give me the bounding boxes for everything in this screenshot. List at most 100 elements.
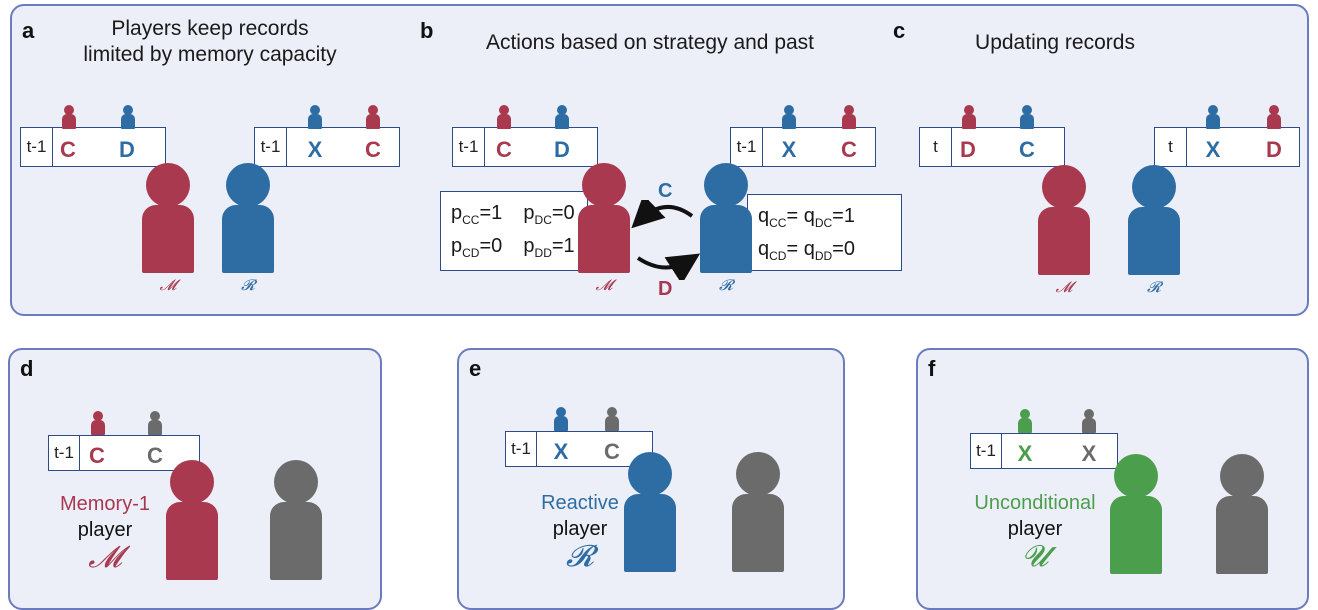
- prob-subscript: DD: [814, 249, 833, 263]
- mini-person-blue-icon: [1020, 105, 1034, 129]
- arrow-cooperate: [631, 200, 694, 229]
- player-type-name: Memory-1: [59, 493, 150, 515]
- prob-subscript: CD: [769, 249, 787, 263]
- prob-symbol: p: [523, 235, 535, 257]
- record-time-label: t-1: [506, 432, 537, 466]
- player-type-name: Reactive: [541, 492, 619, 514]
- mini-person-red-icon: [842, 105, 856, 129]
- player-type-symbol: 𝓜: [88, 540, 122, 575]
- prob-subscript: CD: [462, 246, 480, 260]
- record-own-action: C: [89, 443, 105, 468]
- prob-value: =1: [479, 202, 503, 224]
- prob-symbol: p: [523, 202, 535, 224]
- record-own-action: D: [960, 137, 976, 162]
- opponent-player-icon: [732, 452, 784, 572]
- panel-label-f: f: [928, 356, 936, 381]
- mini-person-red-icon: [1267, 105, 1281, 129]
- record-box-r: t-1: [254, 127, 400, 167]
- prob-value: =1: [832, 205, 855, 227]
- mini-person-blue-icon: [782, 105, 796, 129]
- prob-subscript: DC: [814, 216, 833, 230]
- prob-symbol: p: [451, 235, 463, 257]
- prob-subscript: CC: [769, 216, 787, 230]
- memory-strategy-box: pCC=1 pDC=0 pCD=0 pDD=1: [440, 191, 588, 271]
- mini-person-green-icon: [1018, 409, 1032, 433]
- memory-player-icon: [1038, 165, 1090, 275]
- record-time-label: t-1: [255, 128, 287, 166]
- reactive-player-symbol: 𝓡: [240, 276, 256, 294]
- reactive-player-icon: [1128, 165, 1180, 275]
- record-own-action: C: [60, 137, 76, 162]
- prob-symbol: q: [758, 205, 770, 227]
- record-box: t-1: [48, 435, 200, 471]
- record-own-action: X: [1205, 137, 1221, 162]
- record-other-action: D: [1266, 137, 1282, 162]
- reactive-player-symbol: 𝓡: [718, 276, 734, 294]
- mini-person-red-icon: [962, 105, 976, 129]
- reactive-player-icon: [700, 163, 752, 273]
- record-time-label: t-1: [731, 128, 763, 166]
- mini-person-gray-icon: [605, 407, 619, 431]
- unconditional-player-icon: [1110, 454, 1162, 574]
- record-other-action: X: [1081, 441, 1097, 466]
- mini-person-blue-icon: [1206, 105, 1220, 129]
- strategy-row-1: qCC= qDC=1: [758, 203, 891, 236]
- mini-person-blue-icon: [554, 407, 568, 431]
- reactive-player-icon: [222, 163, 274, 273]
- panel-label-b: b: [420, 18, 434, 43]
- record-box-r: t: [1154, 127, 1300, 167]
- strategy-row-2: qCD= qDD=0: [758, 236, 891, 269]
- player-word: player: [77, 519, 133, 541]
- mini-person-red-icon: [62, 105, 76, 129]
- action-label-c: C: [658, 180, 673, 202]
- action-arrows: [631, 200, 700, 280]
- strategy-row-2: pCD=0 pDD=1: [451, 233, 577, 266]
- record-box-m: t: [919, 127, 1065, 167]
- prob-subscript: DD: [534, 246, 552, 260]
- record-box-r: t-1: [730, 127, 876, 167]
- memory-player-icon: [166, 460, 218, 580]
- mini-person-gray-icon: [1082, 409, 1096, 433]
- panel-label-a: a: [22, 18, 35, 43]
- record-time-label: t-1: [971, 434, 1002, 468]
- player-type-symbol: 𝓤: [1021, 539, 1049, 574]
- mini-person-red-icon: [366, 105, 380, 129]
- player-type-name: Unconditional: [974, 492, 1096, 514]
- player-type-symbol: 𝓡: [565, 539, 595, 574]
- record-other-action: C: [841, 137, 857, 162]
- mini-person-blue-icon: [555, 105, 569, 129]
- record-box-m: t-1: [452, 127, 598, 167]
- record-own-action: X: [781, 137, 797, 162]
- memory-player-icon: [578, 163, 630, 273]
- reactive-strategy-box: qCC= qDC=1 qCD= qDD=0: [747, 194, 902, 271]
- panel-label-e: e: [469, 356, 482, 381]
- prob-value: =0: [832, 238, 855, 260]
- memory-player-symbol: 𝓜: [1055, 278, 1073, 296]
- record-own-action: X: [1017, 441, 1033, 466]
- reactive-player-icon: [624, 452, 676, 572]
- record-time-label: t-1: [453, 128, 485, 166]
- record-own-action: X: [553, 439, 569, 464]
- record-other-action: C: [604, 439, 620, 464]
- opponent-player-icon: [270, 460, 322, 580]
- record-time-label: t: [920, 128, 952, 166]
- prob-value: =0: [479, 235, 503, 257]
- record-other-action: D: [554, 137, 570, 162]
- record-other-action: C: [1019, 137, 1035, 162]
- record-own-action: C: [496, 137, 512, 162]
- panel-a-title-line1: Players keep records: [111, 17, 309, 40]
- memory-player-icon: [142, 163, 194, 273]
- reactive-player-symbol: 𝓡: [1146, 278, 1162, 296]
- prob-value: =0: [551, 202, 575, 224]
- prob-subscript: DC: [534, 213, 552, 227]
- panel-label-c: c: [893, 18, 906, 43]
- action-label-d: D: [658, 278, 673, 300]
- memory-player-symbol: 𝓜: [159, 276, 177, 294]
- record-own-action: X: [307, 137, 323, 162]
- record-box: t-1: [505, 431, 653, 467]
- record-time-label: t: [1155, 128, 1187, 166]
- arrow-defect: [636, 253, 700, 280]
- record-other-action: C: [365, 137, 381, 162]
- prob-symbol: q: [758, 238, 770, 260]
- prob-subscript: CC: [462, 213, 480, 227]
